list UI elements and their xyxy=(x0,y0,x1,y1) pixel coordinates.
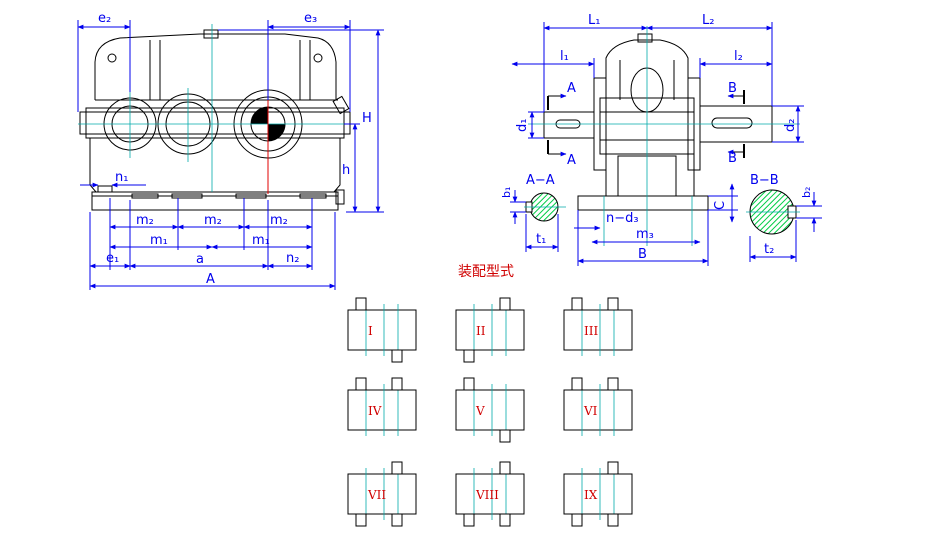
assembly-type-label: VIII xyxy=(475,488,499,502)
dim-B-width: B xyxy=(638,247,647,262)
cut-B-bottom: B xyxy=(728,151,737,166)
assembly-shaft-stub xyxy=(571,377,583,391)
assembly-type-5: V xyxy=(455,377,525,443)
dim-A: A xyxy=(206,272,215,287)
assembly-housing xyxy=(563,389,633,431)
dim-l1: l₁ xyxy=(560,49,569,64)
assembly-housing xyxy=(455,473,525,515)
dim-C: C xyxy=(713,201,728,210)
front-base xyxy=(91,191,339,211)
assembly-shaft-stub xyxy=(607,461,619,475)
assembly-shaft-stub xyxy=(571,297,583,311)
cut-A-top: A xyxy=(567,81,576,96)
dim-l2: l₂ xyxy=(734,49,743,64)
dim-a: a xyxy=(196,252,204,267)
dim-H: H xyxy=(362,111,372,126)
dim-h: h xyxy=(342,163,350,178)
assembly-shaft-stub xyxy=(355,513,367,527)
assembly-shaft-stub xyxy=(499,513,511,527)
front-housing xyxy=(94,33,337,100)
dim-n1: n₁ xyxy=(115,170,128,185)
dim-m3: m₃ xyxy=(636,227,654,242)
dim-b1: b₁ xyxy=(500,187,513,198)
dim-t1: t₁ xyxy=(536,232,546,247)
assembly-type-6: VI xyxy=(563,377,633,436)
assembly-type-label: VI xyxy=(583,404,598,418)
assembly-type-7: VII xyxy=(347,461,417,527)
assembly-type-1: I xyxy=(347,297,417,363)
dim-L1: L₁ xyxy=(588,13,600,28)
assembly-shaft-stub xyxy=(571,513,583,527)
dim-L2: L₂ xyxy=(702,13,714,28)
section-aa-title: A−A xyxy=(526,173,555,188)
assembly-shaft-stub xyxy=(355,377,367,391)
assembly-housing xyxy=(563,309,633,351)
dim-e3: e₃ xyxy=(304,11,317,26)
cut-A-bottom: A xyxy=(567,153,576,168)
assembly-shaft-stub xyxy=(499,297,511,311)
assembly-housing xyxy=(347,309,417,351)
dim-t2: t₂ xyxy=(764,242,774,257)
assembly-type-label: IX xyxy=(584,488,598,502)
assembly-type-label: III xyxy=(584,324,598,338)
dim-m2-right: m₂ xyxy=(270,213,288,228)
breather-cap xyxy=(203,29,219,39)
assembly-shaft-stub xyxy=(391,349,403,363)
side-view: L₁ L₂ l₁ l₂ A A B B d₁ d₂ xyxy=(511,13,804,266)
section-aa: A−A b₁ t₁ xyxy=(500,173,566,252)
input-shaft xyxy=(543,111,595,139)
dim-d1: d₁ xyxy=(515,119,530,132)
assembly-title: 装配型式 xyxy=(458,264,514,280)
assembly-shaft-stub xyxy=(463,349,475,363)
dim-m2-left: m₂ xyxy=(136,213,154,228)
assembly-shaft-stub xyxy=(355,297,367,311)
dim-e1: e₁ xyxy=(106,251,119,266)
dim-m1-right: m₁ xyxy=(252,233,270,248)
assembly-shaft-stub xyxy=(607,297,619,311)
dim-n2: n₂ xyxy=(286,251,299,266)
assembly-type-8: VIII xyxy=(455,461,525,527)
assembly-shaft-stub xyxy=(391,461,403,475)
dim-b2: b₂ xyxy=(800,187,813,198)
assembly-housing xyxy=(347,389,417,431)
assembly-type-label: VII xyxy=(367,488,386,502)
assembly-shaft-stub xyxy=(463,513,475,527)
assembly-type-label: IV xyxy=(368,404,382,418)
assembly-type-label: I xyxy=(368,324,373,338)
assembly-housing xyxy=(347,473,417,515)
dim-e2: e₂ xyxy=(98,11,111,26)
assembly-type-9: IX xyxy=(563,461,633,527)
assembly-type-label: V xyxy=(475,404,485,418)
front-flange xyxy=(79,111,351,135)
assembly-shaft-stub xyxy=(607,377,619,391)
assembly-type-2: II xyxy=(455,297,525,363)
assembly-shaft-stub xyxy=(391,377,403,391)
assembly-shaft-stub xyxy=(463,377,475,391)
assembly-shaft-stub xyxy=(499,429,511,443)
assembly-housing xyxy=(455,309,525,351)
dim-n-d3: n−d₃ xyxy=(606,211,639,226)
section-bb: B−B b₂ t₂ xyxy=(746,173,822,262)
assembly-housing xyxy=(455,389,525,431)
assembly-housing xyxy=(563,473,633,515)
assembly-shaft-stub xyxy=(499,461,511,475)
assembly-shaft-stub xyxy=(607,513,619,527)
dim-m1-left: m₁ xyxy=(150,233,168,248)
section-bb-title: B−B xyxy=(750,173,779,188)
assembly-type-label: II xyxy=(476,324,486,338)
cut-B-top: B xyxy=(728,81,737,96)
dim-m2-mid: m₂ xyxy=(204,213,222,228)
side-base-feet xyxy=(577,195,709,211)
front-view: e₂ e₃ H h n₁ m₂ m₂ m₂ m₁ m₁ xyxy=(77,11,384,290)
assembly-shaft-stub xyxy=(391,513,403,527)
assembly-type-4: IV xyxy=(347,377,417,436)
dim-d2: d₂ xyxy=(783,119,798,132)
assembly-type-3: III xyxy=(563,297,633,356)
